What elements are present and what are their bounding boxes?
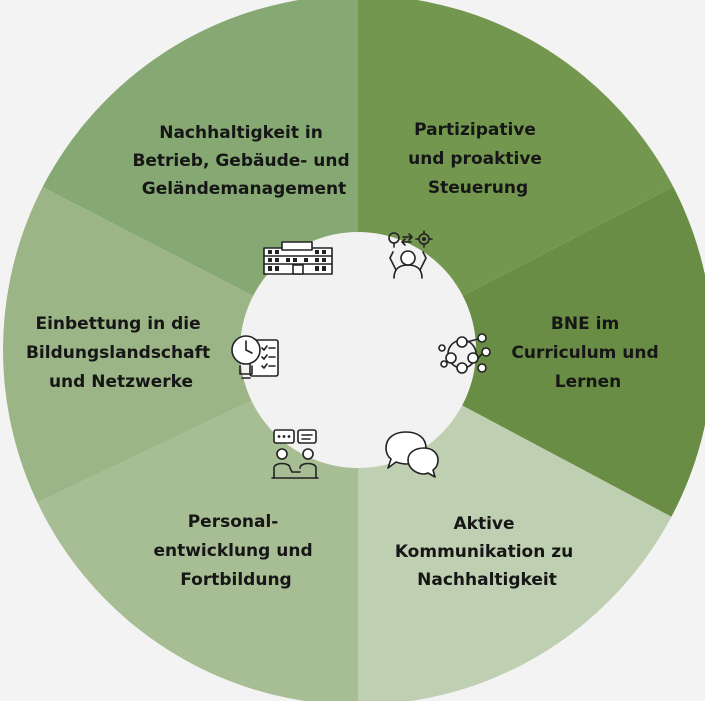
label-bildungslandschaft-line-1: Einbettung in die <box>35 314 200 334</box>
label-personal: Personal- entwicklung und Fortbildung <box>153 512 318 590</box>
label-bne-line-2: Curriculum und <box>511 343 658 363</box>
label-kommunikation-line-3: Nachhaltigkeit <box>417 570 557 590</box>
label-steuerung: Partizipative und proaktive Steuerung <box>408 120 548 198</box>
label-betrieb: Nachhaltigkeit in Betrieb, Gebäude- und … <box>132 123 355 199</box>
label-betrieb-line-2: Betrieb, Gebäude- und <box>132 151 349 171</box>
label-bne: BNE im Curriculum und Lernen <box>511 314 664 392</box>
label-betrieb-line-3: Geländemanagement <box>142 179 347 199</box>
label-personal-line-2: entwicklung und <box>153 541 312 561</box>
label-personal-line-1: Personal- <box>188 512 279 532</box>
label-bildungslandschaft-line-3: und Netzwerke <box>49 372 193 392</box>
building-icon <box>263 241 333 275</box>
label-personal-line-3: Fortbildung <box>180 570 291 590</box>
checklist-clock-icon <box>231 335 279 379</box>
network-people-icon <box>438 333 491 374</box>
label-steuerung-line-1: Partizipative <box>414 120 536 140</box>
segment-bne <box>358 165 705 540</box>
label-steuerung-line-2: und proaktive <box>408 149 542 169</box>
label-betrieb-line-1: Nachhaltigkeit in <box>159 123 323 143</box>
label-kommunikation-line-1: Aktive <box>454 514 515 534</box>
meeting-icon <box>271 429 319 479</box>
label-bildungslandschaft: Einbettung in die Bildungslandschaft und… <box>26 314 216 392</box>
label-bne-line-1: BNE im <box>551 314 619 334</box>
label-kommunikation: Aktive Kommunikation zu Nachhaltigkeit <box>395 514 579 590</box>
segment-bildungslandschaft <box>3 160 358 525</box>
speech-bubbles-icon <box>385 431 439 478</box>
label-bildungslandschaft-line-2: Bildungslandschaft <box>26 343 210 363</box>
label-steuerung-line-3: Steuerung <box>428 178 528 198</box>
center-circle <box>240 232 476 468</box>
management-icon <box>388 230 433 279</box>
label-kommunikation-line-2: Kommunikation zu <box>395 542 573 562</box>
label-bne-line-3: Lernen <box>555 372 621 392</box>
